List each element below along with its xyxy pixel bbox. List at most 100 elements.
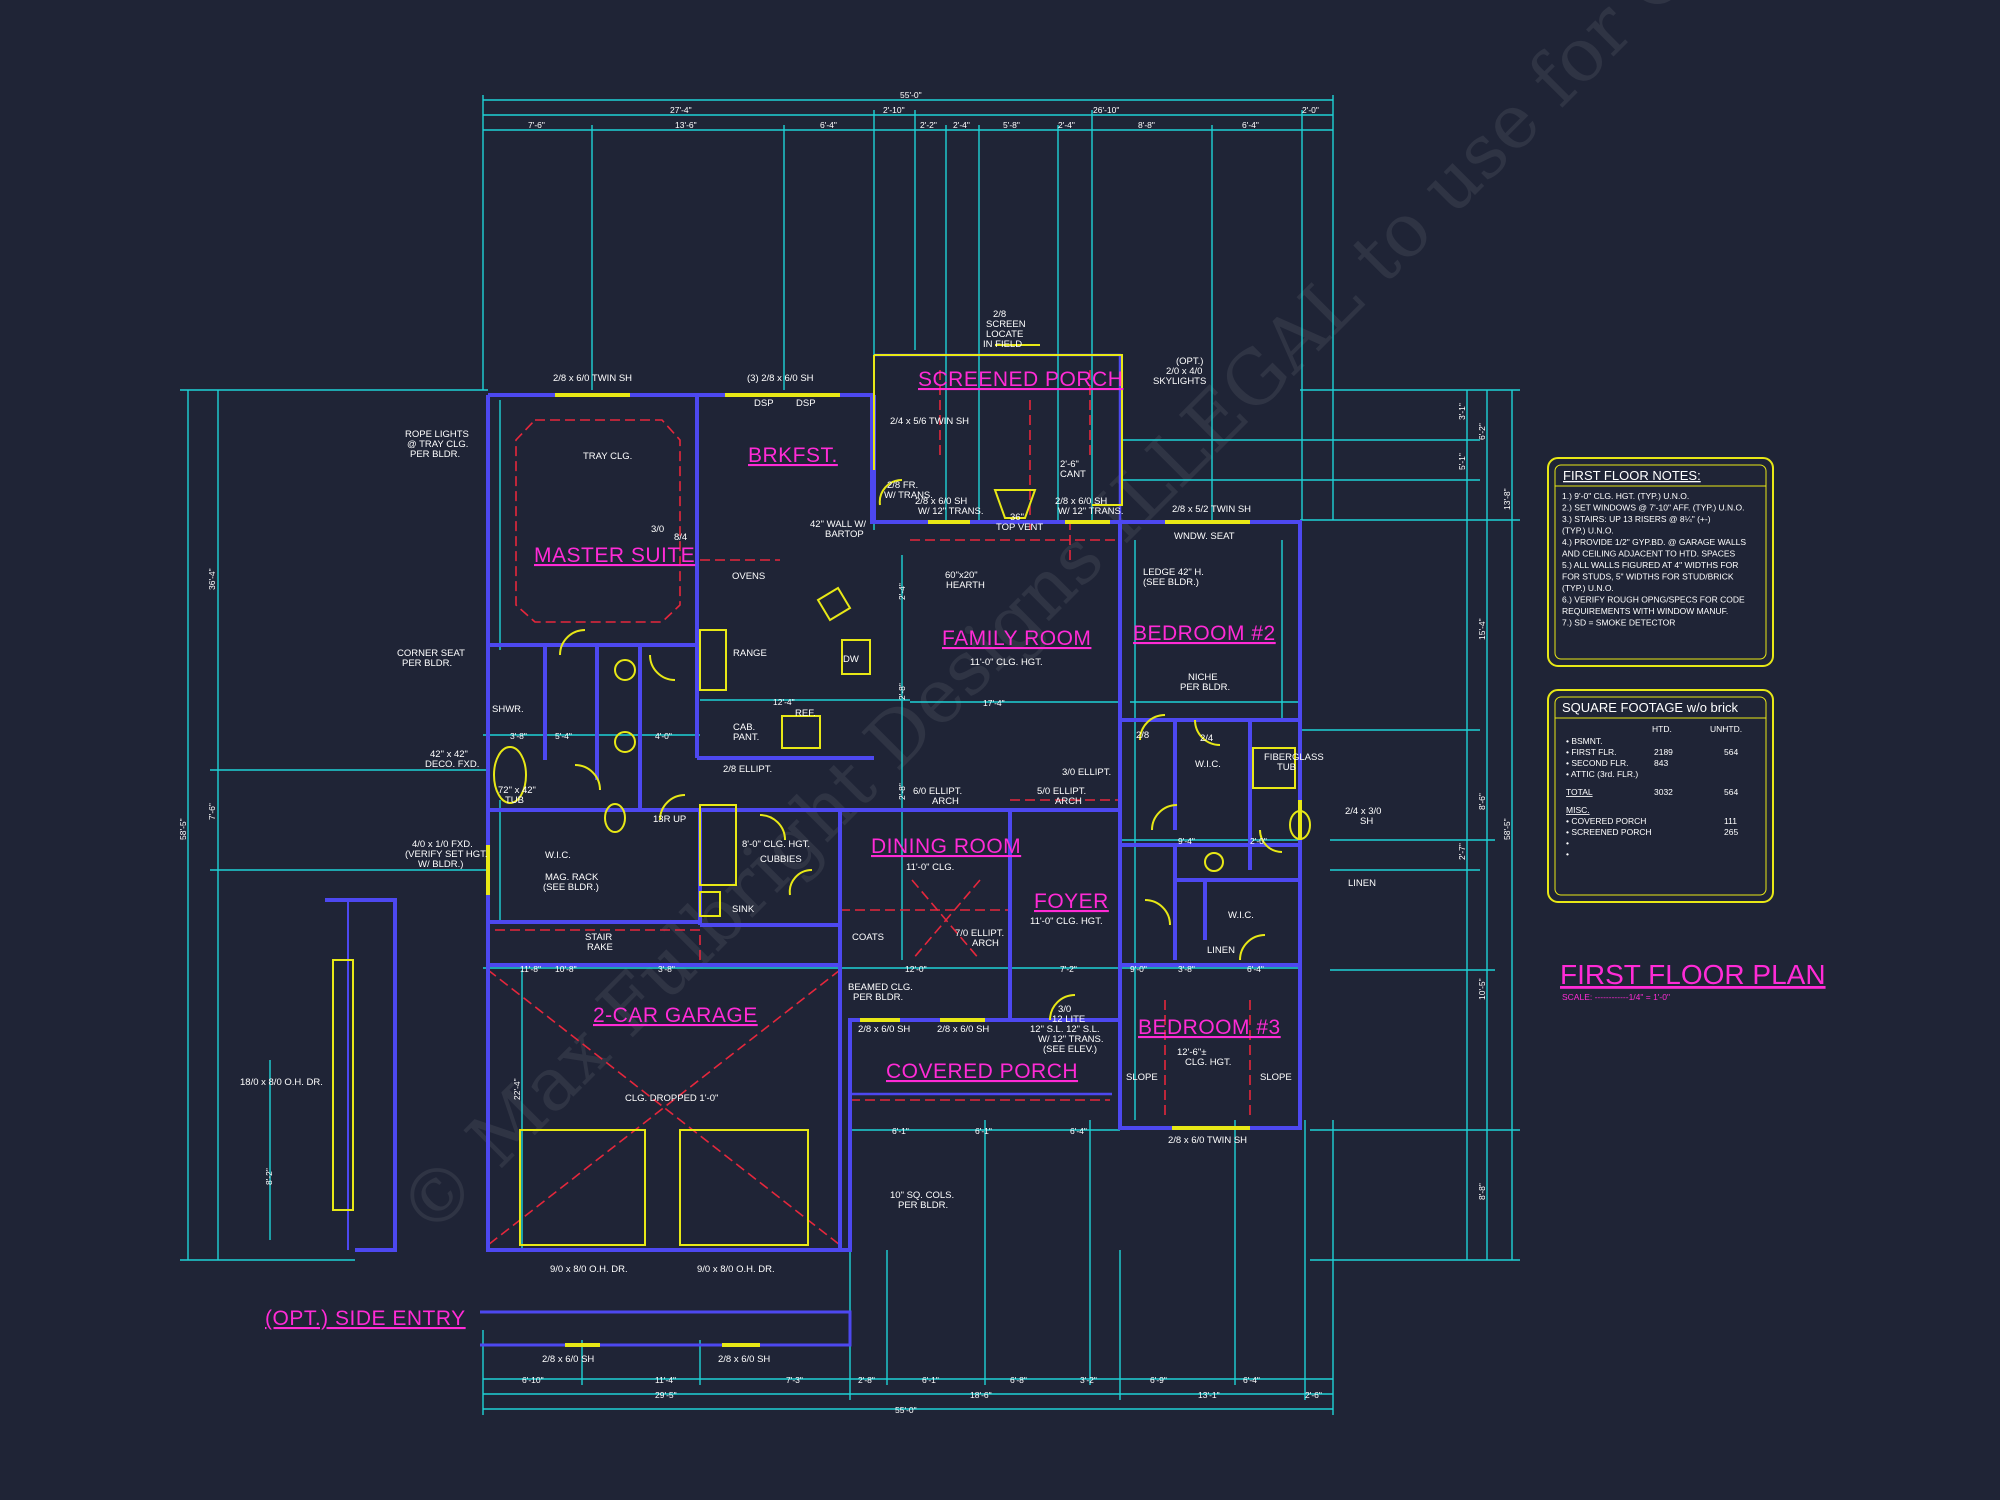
dim-interior: 4'-0" <box>655 731 672 741</box>
note-pantry: PANT. <box>733 732 759 743</box>
dim-bottom: 6'-4" <box>1243 1375 1260 1385</box>
note-tub: TUB <box>505 795 524 806</box>
dim-interior: 6'-4" <box>1247 964 1264 974</box>
note-front-door: 3/0 <box>1058 1004 1071 1015</box>
dim-interior: 5'-4" <box>555 731 572 741</box>
note-mag-rack: MAG. RACK <box>545 872 599 883</box>
dim-bottom: 6'-10" <box>522 1375 544 1385</box>
note-closet: W.I.C. <box>545 850 571 861</box>
note-ceiling-height: 11'-0" CLG. HGT. <box>1030 916 1103 927</box>
dimension-text: 55'-0" 27'-4" 2'-10" 26'-10" 2'-0" 7'-6"… <box>178 90 1512 1415</box>
notes-item: REQUIREMENTS WITH WINDOW MANUF. <box>1562 606 1728 616</box>
notes-item: 1.) 9'-0" CLG. HGT. (TYP.) U.N.O. <box>1562 491 1689 501</box>
dim-top: 7'-6" <box>528 120 545 130</box>
svg-text:8/4: 8/4 <box>674 532 687 543</box>
note-beamed-ceiling: PER BLDR. <box>853 992 903 1003</box>
note-ceiling-height: 8'-0" CLG. HGT. <box>742 839 810 850</box>
notes-lines: 1.) 9'-0" CLG. HGT. (TYP.) U.N.O. 2.) SET… <box>1562 491 1746 628</box>
notes-item: (TYP.) U.N.O. <box>1562 583 1614 593</box>
dim-bottom: 3'-2" <box>1080 1375 1097 1385</box>
note-arch: ARCH <box>932 796 959 807</box>
sqft-row-htd: 2189 <box>1654 747 1673 757</box>
room-label-screened-porch: SCREENED PORCH <box>918 368 1123 391</box>
note-window: 2/4 x 3/0 <box>1345 806 1381 817</box>
note-bartop: BARTOP <box>825 529 864 540</box>
notes-item: 2.) SET WINDOWS @ 7'-10" AFF. (TYP.) U.N… <box>1562 503 1745 513</box>
note-screen: IN FIELD <box>983 339 1022 350</box>
note-fixed-window: W/ BLDR.) <box>418 859 463 870</box>
plan-scale: SCALE: ------------1/4" = 1'-0" <box>1562 992 1670 1002</box>
dim-interior: 2'-8" <box>897 683 907 700</box>
dim-right: 3'-1" <box>1457 403 1467 420</box>
dim-bottom: 11'-4" <box>655 1375 676 1385</box>
note-coats: COATS <box>852 932 884 943</box>
note-deco-fixed: DECO. FXD. <box>425 759 479 770</box>
room-label-side-entry: (OPT.) SIDE ENTRY <box>265 1307 466 1330</box>
dim-interior: 22'-4" <box>512 1078 522 1100</box>
note-rope-lights: PER BLDR. <box>410 449 460 460</box>
dim-top: 27'-4" <box>670 105 692 115</box>
dim-interior: 8'-2" <box>264 1168 274 1185</box>
dim-bottom-total: 55'-0" <box>895 1405 917 1415</box>
note-window: 2/8 x 6/0 TWIN SH <box>553 373 632 384</box>
dim-top: 26'-10" <box>1093 105 1119 115</box>
plan-title-block: FIRST FLOOR PLAN SCALE: ------------1/4"… <box>1560 959 1826 1002</box>
sqft-row-label: MISC. <box>1566 805 1590 815</box>
dim-top: 2'-4" <box>1058 120 1075 130</box>
dim-top: 8'-8" <box>1138 120 1155 130</box>
dim-right: 8'-6" <box>1477 793 1487 810</box>
dim-top: 2'-10" <box>883 105 905 115</box>
dim-interior: 12'-4" <box>773 697 795 707</box>
note-closet: W.I.C. <box>1195 759 1221 770</box>
note-sink: SINK <box>732 904 755 915</box>
room-label-covered-porch: COVERED PORCH <box>886 1060 1078 1083</box>
dim-right: 8'-8" <box>1477 1183 1487 1200</box>
dim-bottom: 2'-6" <box>1305 1390 1322 1400</box>
note-vent: TOP VENT <box>996 522 1043 533</box>
note-cant: CANT <box>1060 469 1086 480</box>
dim-right: 2'-7" <box>1457 843 1467 860</box>
dim-right: 15'-4" <box>1477 618 1487 640</box>
note-garage-door: 9/0 x 8/0 O.H. DR. <box>550 1264 628 1275</box>
dim-interior: 3'-8" <box>658 964 675 974</box>
room-label-dining-room: DINING ROOM <box>871 835 1021 858</box>
note-cant: 2'-6" <box>1060 459 1079 470</box>
sqft-row-htd: 843 <box>1654 758 1668 768</box>
note-window: 2/8 x 6/0 SH <box>542 1354 594 1365</box>
notes-item: 3.) STAIRS: UP 13 RISERS @ 8¼" (+-) <box>1562 514 1711 524</box>
dim-left-total: 58'-5" <box>178 818 188 840</box>
note-tray-ceiling: TRAY CLG. <box>583 451 632 462</box>
notes-item: 6.) VERIFY ROUGH OPNG/SPECS FOR CODE <box>1562 595 1745 605</box>
note-rope-lights: ROPE LIGHTS <box>405 429 469 440</box>
dim-right: 10'-5" <box>1477 978 1487 1000</box>
note-window: 2/8 x 6/0 SH <box>858 1024 910 1035</box>
note-vent: 36" <box>1010 512 1024 523</box>
note-window: 2/8 x 6/0 SH <box>1055 496 1107 507</box>
dim-bottom: 6'-9" <box>1150 1375 1167 1385</box>
dim-top: 2'-0" <box>1302 105 1319 115</box>
dim-left: 36'-4" <box>207 568 217 590</box>
note-cubbies: CUBBIES <box>760 854 802 865</box>
note-window: SH <box>1360 816 1373 827</box>
sqft-row-unhtd: 111 <box>1724 816 1737 826</box>
note-arch: 6/0 ELLIPT. <box>913 786 962 797</box>
note-side-door: 18/0 x 8/0 O.H. DR. <box>240 1077 323 1088</box>
room-label-bedroom-2: BEDROOM #2 <box>1133 622 1276 645</box>
dim-interior: 2'-0" <box>1250 836 1267 846</box>
dim-interior: 3'-8" <box>510 731 527 741</box>
room-label-family-room: FAMILY ROOM <box>942 627 1091 650</box>
dim-top: 2'-2" <box>920 120 937 130</box>
note-deco-fixed: 42" x 42" <box>430 749 468 760</box>
room-label-garage: 2-CAR GARAGE <box>593 1004 758 1027</box>
sqft-row-label: TOTAL <box>1566 787 1593 797</box>
note-niche: PER BLDR. <box>1180 682 1230 693</box>
note-stair-rake: RAKE <box>587 942 613 953</box>
dim-interior: 11'-8" <box>520 964 541 974</box>
note-corner-seat: PER BLDR. <box>402 658 452 669</box>
note-tub: TUB <box>1277 762 1296 773</box>
dim-top: 6'-4" <box>820 120 837 130</box>
note-screen: 2/8 <box>993 309 1006 320</box>
dim-top-total: 55'-0" <box>900 90 922 100</box>
dim-bottom: 29'-5" <box>655 1390 677 1400</box>
